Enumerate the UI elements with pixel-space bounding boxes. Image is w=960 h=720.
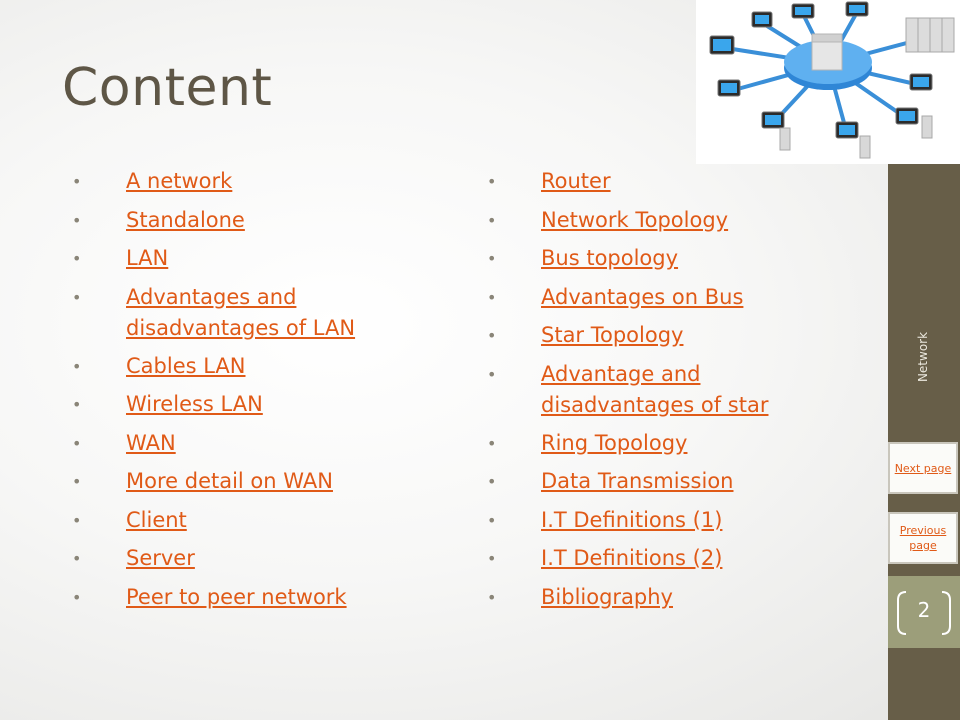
- link-star-topology[interactable]: Star Topology: [541, 323, 684, 347]
- bullet-icon: •: [72, 172, 82, 191]
- list-item: • Ring Topology: [487, 428, 847, 459]
- link-bibliography[interactable]: Bibliography: [541, 584, 673, 609]
- list-item: • Advantages on Bus: [487, 282, 847, 313]
- list-item: • I.T Definitions (1): [487, 505, 847, 536]
- list-item: • I.T Definitions (2): [487, 543, 847, 574]
- list-item: • Client: [72, 505, 412, 536]
- page-number-text: 2: [917, 598, 931, 622]
- network-diagram-image: [696, 0, 960, 164]
- bullet-icon: •: [72, 395, 82, 414]
- list-item: • Data Transmission: [487, 466, 847, 497]
- bullet-icon: •: [487, 433, 497, 453]
- link-ring-topology[interactable]: Ring Topology: [541, 430, 688, 455]
- link-standalone[interactable]: Standalone: [126, 207, 245, 232]
- bullet-icon: •: [487, 326, 497, 345]
- bullet-icon: •: [487, 472, 497, 491]
- link-server[interactable]: Server: [126, 546, 195, 570]
- bullet-icon: •: [487, 172, 497, 191]
- bullet-icon: •: [487, 210, 497, 230]
- link-lan[interactable]: LAN: [126, 246, 169, 270]
- list-item: • More detail on WAN: [72, 466, 412, 497]
- list-item: • Advantage and disadvantages of star: [487, 359, 847, 421]
- previous-page-label: Previous page: [899, 524, 947, 552]
- list-item: • Star Topology: [487, 320, 847, 351]
- bullet-icon: •: [487, 287, 497, 307]
- list-item: • Network Topology: [487, 205, 847, 236]
- link-bus-topology[interactable]: Bus topology: [541, 246, 679, 270]
- link-network-topology[interactable]: Network Topology: [541, 207, 729, 232]
- page-number-band: [888, 576, 960, 648]
- list-item: • Cables LAN: [72, 351, 412, 382]
- bullet-icon: •: [72, 249, 82, 268]
- contents-list-left: • A network • Standalone • LAN • Advantages …: [72, 166, 412, 620]
- list-item: • Bus topology: [487, 243, 847, 274]
- list-item: • Peer to peer network: [72, 582, 412, 613]
- list-item: • Wireless LAN: [72, 389, 412, 420]
- link-peer-to-peer[interactable]: Peer to peer network: [126, 584, 347, 609]
- page-number: 2: [894, 590, 954, 636]
- list-item: • LAN: [72, 243, 412, 274]
- list-item: • Server: [72, 543, 412, 574]
- link-advantages-lan[interactable]: Advantages and disadvantages of LAN: [126, 284, 356, 340]
- bullet-icon: •: [487, 549, 497, 568]
- list-item: • Bibliography: [487, 582, 847, 613]
- bullet-icon: •: [487, 364, 497, 384]
- contents-list-right: •Router •Network Topology •Bus topology …: [487, 166, 847, 620]
- bullet-icon: •: [487, 587, 497, 607]
- bullet-icon: •: [72, 210, 82, 230]
- bullet-icon: •: [72, 356, 82, 376]
- link-it-definitions-2[interactable]: I.T Definitions (2): [541, 546, 723, 570]
- slide-title: Content: [62, 58, 273, 118]
- next-page-button[interactable]: Next page: [888, 442, 958, 494]
- bullet-icon: •: [72, 587, 82, 607]
- bracket-frame-icon: [897, 591, 951, 635]
- bullet-icon: •: [487, 249, 497, 268]
- link-a-network[interactable]: A network: [126, 169, 233, 193]
- list-item: • A network: [72, 166, 412, 197]
- link-advantages-bus[interactable]: Advantages on Bus: [541, 284, 744, 309]
- bullet-icon: •: [487, 510, 497, 530]
- side-label: Network: [916, 331, 930, 383]
- link-router[interactable]: Router: [541, 169, 611, 193]
- list-item: • Router: [487, 166, 847, 197]
- link-cables-lan[interactable]: Cables LAN: [126, 353, 246, 378]
- bullet-icon: •: [72, 472, 82, 491]
- link-advantage-star[interactable]: Advantage and disadvantages of star: [541, 361, 769, 417]
- bullet-icon: •: [72, 433, 82, 453]
- link-client[interactable]: Client: [126, 507, 187, 532]
- next-page-label: Next page: [894, 461, 952, 475]
- bullet-icon: •: [72, 510, 82, 530]
- link-data-transmission[interactable]: Data Transmission: [541, 469, 734, 493]
- link-more-detail-wan[interactable]: More detail on WAN: [126, 469, 333, 493]
- list-item: • Advantages and disadvantages of LAN: [72, 282, 412, 344]
- bullet-icon: •: [72, 549, 82, 568]
- bullet-icon: •: [72, 287, 82, 307]
- link-it-definitions-1[interactable]: I.T Definitions (1): [541, 507, 723, 532]
- link-wan[interactable]: WAN: [126, 430, 176, 455]
- list-item: • WAN: [72, 428, 412, 459]
- previous-page-button[interactable]: Previous page: [888, 512, 958, 564]
- list-item: • Standalone: [72, 205, 412, 236]
- link-wireless-lan[interactable]: Wireless LAN: [126, 392, 263, 416]
